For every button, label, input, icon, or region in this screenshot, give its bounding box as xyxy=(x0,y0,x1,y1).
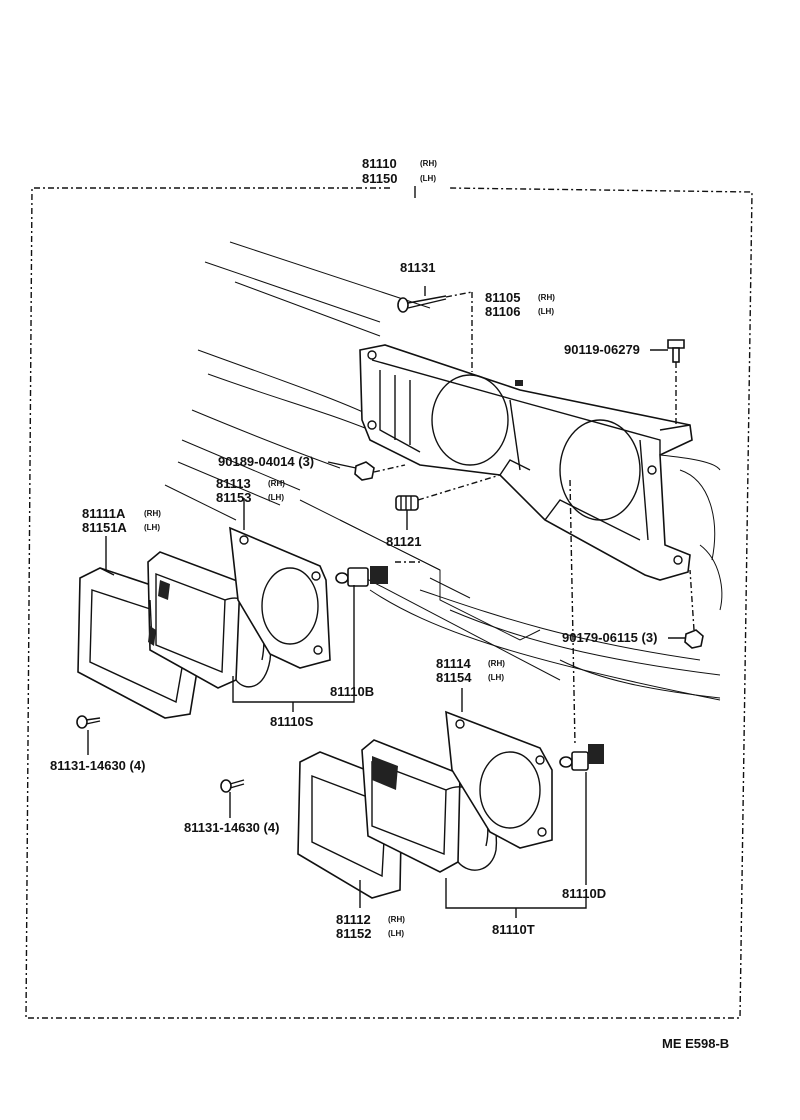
upper-mounting-ring xyxy=(229,498,331,669)
label-rim2-lh: 81152 xyxy=(336,926,371,941)
label-bulb-81110b: 81110B xyxy=(330,684,374,699)
bolt-90119 xyxy=(650,339,685,428)
screw-left xyxy=(76,715,101,755)
label-bracket-lh: 81106 xyxy=(485,304,520,319)
label-screw-left: 81131-14630 (4) xyxy=(50,758,145,773)
label-mount-lh: 81153 xyxy=(216,490,251,505)
label-unit-81110s: 81110S xyxy=(270,714,314,729)
label-rim2-rh: 81112 xyxy=(336,912,371,927)
lower-sealed-beam xyxy=(361,739,498,873)
screw-mid xyxy=(220,779,245,818)
label-mount2-rh-side: (RH) xyxy=(488,659,505,668)
label-nut-90189: 90189-04014 (3) xyxy=(218,454,314,469)
label-mount2-lh-side: (LH) xyxy=(488,673,504,682)
label-bracket-rh: 81105 xyxy=(485,290,520,305)
body-contour-lines xyxy=(164,241,723,701)
label-assy-rh-side: (RH) xyxy=(420,159,437,168)
upper-bulb xyxy=(335,566,388,676)
label-adjuster-81121: 81121 xyxy=(386,534,421,549)
label-screw-81131: 81131 xyxy=(400,260,435,275)
label-screw-mid: 81131-14630 (4) xyxy=(184,820,279,835)
label-rim2-lh-side: (LH) xyxy=(388,929,404,938)
label-mount-rh-side: (RH) xyxy=(268,479,285,488)
label-assy-rh: 81110 xyxy=(362,156,397,171)
nut-90189 xyxy=(327,461,406,481)
nut-90179 xyxy=(668,569,704,649)
label-mount2-lh: 81154 xyxy=(436,670,472,685)
label-rim-lh-side: (LH) xyxy=(144,523,160,532)
label-unit-81110t: 81110T xyxy=(492,922,535,937)
label-bulb-81110d: 81110D xyxy=(562,886,606,901)
label-nut-90179: 90179-06115 (3) xyxy=(562,630,657,645)
label-assy-lh: 81150 xyxy=(362,171,397,186)
label-assy-lh-side: (LH) xyxy=(420,174,436,183)
label-mount2-rh: 81114 xyxy=(436,656,471,671)
label-mount-lh-side: (LH) xyxy=(268,493,284,502)
label-rim-rh: 81111A xyxy=(82,506,126,521)
label-bracket-rh-side: (RH) xyxy=(538,293,555,302)
lower-mounting-ring xyxy=(445,688,553,849)
lower-bulb xyxy=(559,744,604,885)
label-rim-rh-side: (RH) xyxy=(144,509,161,518)
headlamp-bracket xyxy=(359,344,693,581)
label-rim-lh: 81151A xyxy=(82,520,127,535)
screw-81131 xyxy=(397,286,473,372)
adjuster-81121 xyxy=(395,474,501,530)
label-mount-rh: 81113 xyxy=(216,476,251,491)
label-bracket-lh-side: (LH) xyxy=(538,307,554,316)
assembly-boundary xyxy=(25,187,753,1019)
label-rim2-rh-side: (RH) xyxy=(388,915,405,924)
figure-code: ME E598-B xyxy=(662,1036,729,1051)
label-bolt-90119: 90119-06279 xyxy=(564,342,640,357)
